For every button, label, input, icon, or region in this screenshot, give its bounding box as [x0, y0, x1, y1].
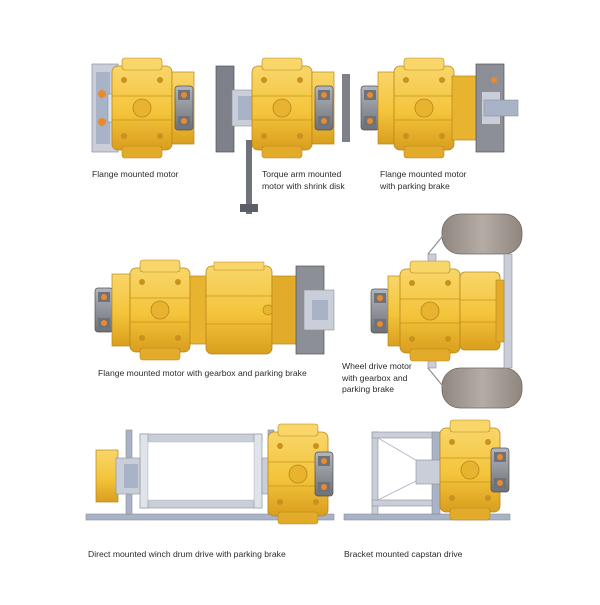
figure-winch-drum-drive — [85, 423, 335, 525]
caption-line: with parking brake — [380, 180, 450, 191]
caption-wheel-drive-motor: Wheel drive motor with gearbox and parki… — [342, 361, 412, 396]
caption-line: Flange mounted motor — [380, 169, 467, 179]
caption-flange-gearbox-brake: Flange mounted motor with gearbox and pa… — [98, 368, 307, 380]
caption-line: Torque arm mounted — [262, 169, 342, 179]
caption-flange-mounted-motor: Flange mounted motor — [92, 169, 178, 181]
caption-winch-drum-drive: Direct mounted winch drum drive with par… — [88, 549, 286, 561]
caption-torque-arm-motor: Torque arm mounted motor with shrink dis… — [262, 169, 345, 192]
caption-line: Bracket mounted capstan drive — [344, 549, 463, 559]
figure-flange-gearbox-brake — [94, 259, 335, 361]
figure-flange-mounted-motor — [91, 57, 195, 159]
figure-torque-arm-motor — [215, 57, 350, 214]
figure-capstan-drive — [343, 419, 511, 521]
caption-line: Flange mounted motor with gearbox and pa… — [98, 368, 307, 378]
caption-line: Flange mounted motor — [92, 169, 179, 179]
caption-line: Wheel drive motor — [342, 361, 412, 371]
figure-wheel-drive-motor — [370, 213, 523, 409]
caption-line: with gearbox and — [342, 372, 408, 383]
caption-flange-motor-brake: Flange mounted motor with parking brake — [380, 169, 466, 192]
figure-flange-motor-brake — [360, 57, 519, 159]
caption-line: motor with shrink disk — [262, 180, 345, 191]
caption-line: parking brake — [342, 384, 395, 394]
caption-line: Direct mounted winch drum drive with par… — [88, 549, 286, 559]
caption-capstan-drive: Bracket mounted capstan drive — [344, 549, 462, 561]
